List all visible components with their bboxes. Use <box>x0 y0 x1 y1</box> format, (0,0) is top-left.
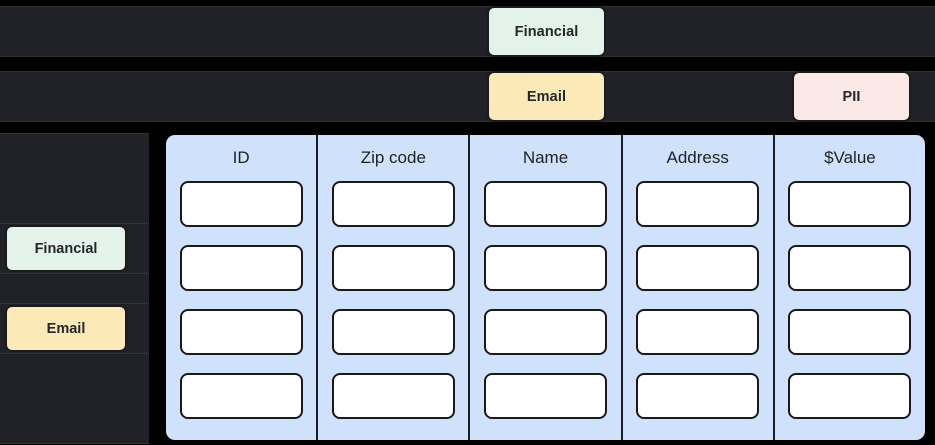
table-column-id: ID <box>166 135 319 440</box>
table-cell[interactable] <box>179 309 303 355</box>
table-cell[interactable] <box>179 245 303 291</box>
column-header: Address <box>666 148 729 167</box>
sidebar-tag-email[interactable]: Email <box>5 305 127 352</box>
table-cell[interactable] <box>331 373 455 419</box>
table-column-zip-code: Zip code <box>318 135 471 440</box>
sidebar-divider <box>0 303 149 304</box>
table-cell[interactable] <box>484 309 607 355</box>
column-header: $Value <box>824 148 876 167</box>
data-table: ID Zip code Name Address <box>166 135 925 440</box>
tag-row-second <box>0 71 935 122</box>
table-column-name: Name <box>470 135 623 440</box>
table-cell[interactable] <box>636 373 760 419</box>
table-cell[interactable] <box>636 181 760 227</box>
table-cell[interactable] <box>179 373 303 419</box>
sidebar-divider <box>0 223 149 224</box>
tag-financial-top[interactable]: Financial <box>487 6 606 57</box>
sidebar-panel: Financial Email <box>0 133 149 444</box>
table-cell[interactable] <box>788 245 912 291</box>
table-cell[interactable] <box>484 245 607 291</box>
table-cell[interactable] <box>788 373 912 419</box>
column-header: Zip code <box>360 148 426 167</box>
table-cell[interactable] <box>331 309 455 355</box>
sidebar-divider <box>0 353 149 354</box>
column-header: ID <box>232 148 250 167</box>
tag-pii-top[interactable]: PII <box>792 71 911 122</box>
table-cell[interactable] <box>331 245 455 291</box>
table-cell[interactable] <box>179 181 303 227</box>
sidebar-divider <box>0 273 149 274</box>
table-cell[interactable] <box>331 181 455 227</box>
sidebar-tag-financial[interactable]: Financial <box>5 225 127 272</box>
table-cell[interactable] <box>484 373 607 419</box>
column-header: Name <box>522 148 569 167</box>
table-cell[interactable] <box>788 309 912 355</box>
table-cell[interactable] <box>788 181 912 227</box>
table-cell[interactable] <box>636 245 760 291</box>
table-cell[interactable] <box>636 309 760 355</box>
table-cell[interactable] <box>484 181 607 227</box>
table-column-value: $Value <box>775 135 925 440</box>
table-column-address: Address <box>623 135 775 440</box>
tag-row-first <box>0 6 935 57</box>
tag-email-top[interactable]: Email <box>487 71 606 122</box>
